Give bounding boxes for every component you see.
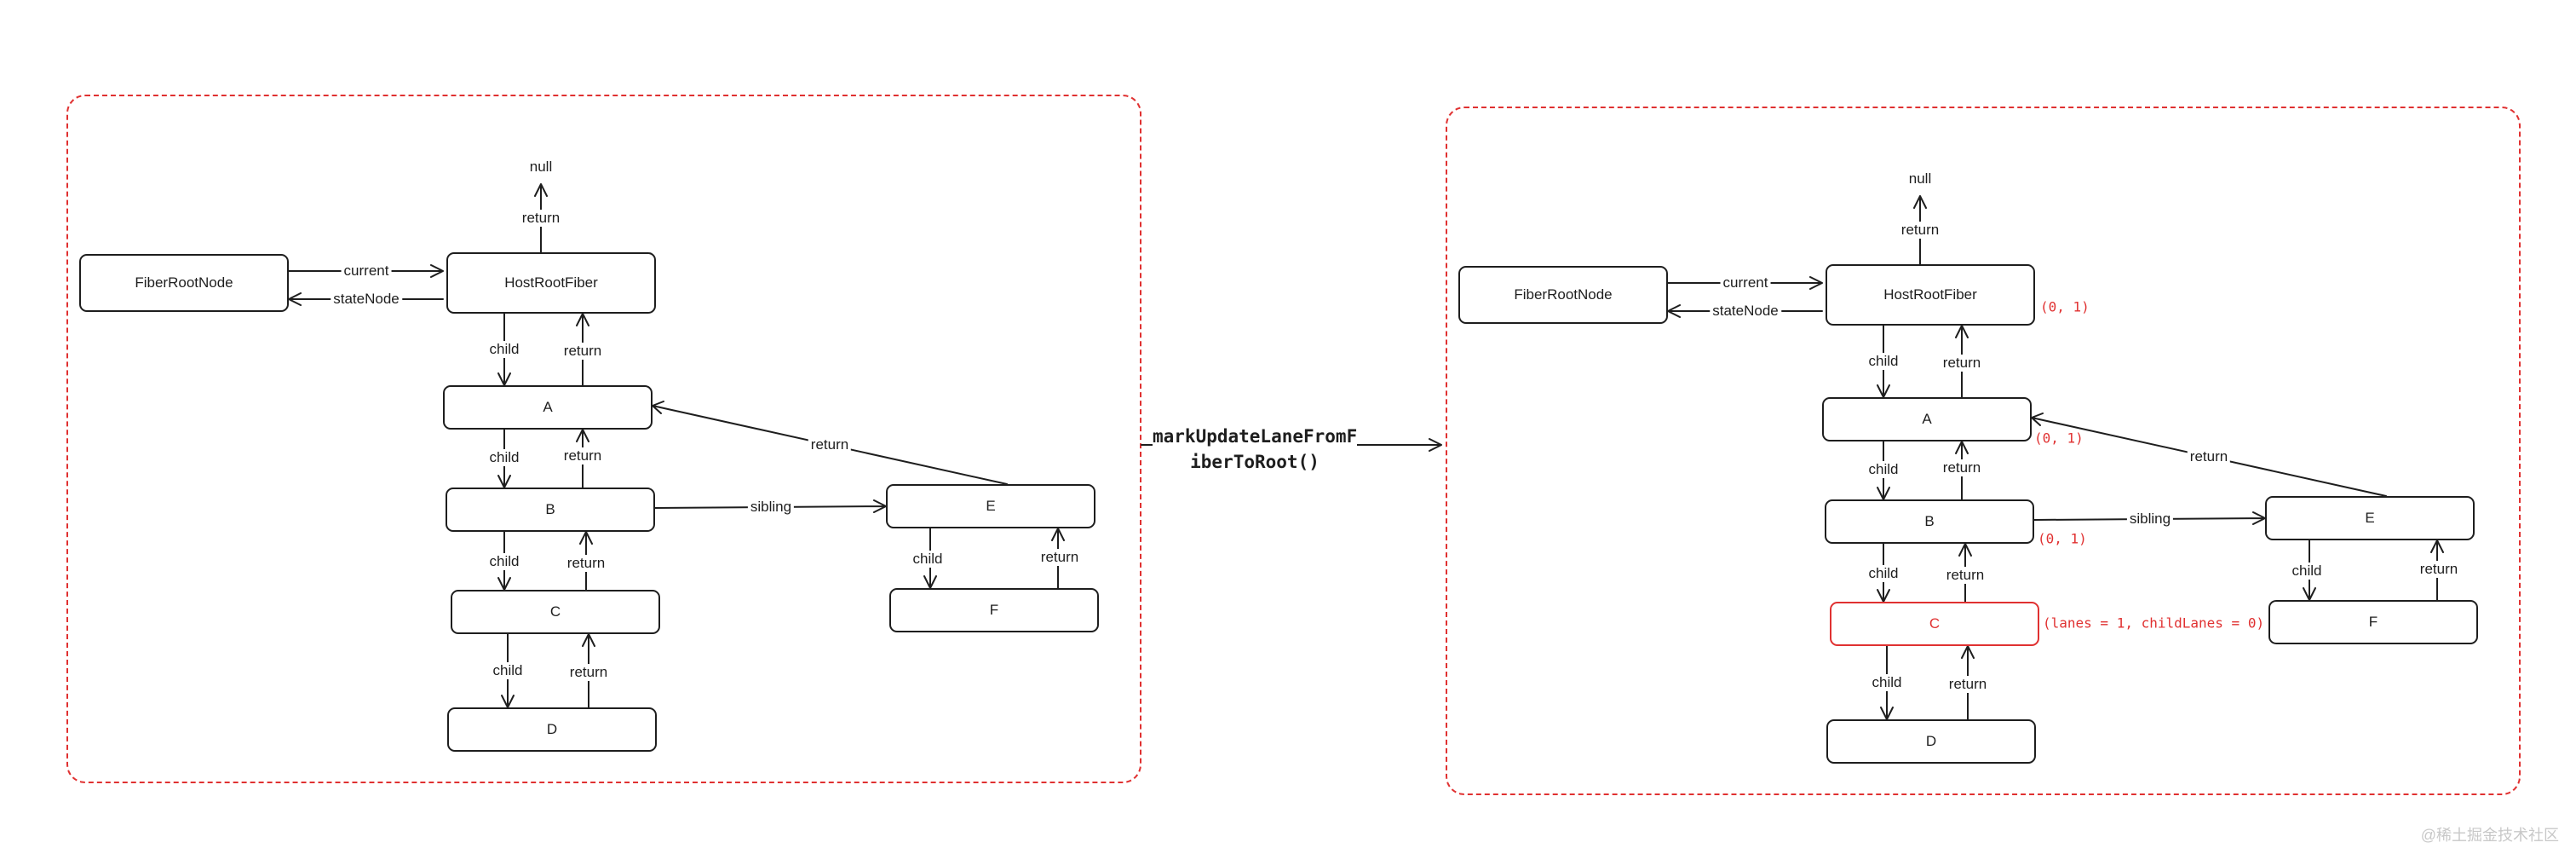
- left-node-f: F: [889, 588, 1099, 632]
- right-annotation-a: (0, 1): [2034, 430, 2084, 447]
- left-node-fiber-root: FiberRootNode: [79, 254, 289, 312]
- left-label-current: current: [341, 263, 392, 280]
- transition-label-line2: iberToRoot(): [1190, 452, 1320, 472]
- left-node-a: A: [443, 385, 653, 430]
- right-node-e: E: [2265, 496, 2475, 540]
- right-label-state-node: stateNode: [1710, 303, 1781, 320]
- right-label-b-return: return: [1943, 567, 1987, 584]
- right-label-current: current: [1720, 274, 1771, 291]
- right-label-null: null: [1906, 170, 1935, 188]
- transition-label: markUpdateLaneFromF iberToRoot(): [1153, 424, 1357, 475]
- left-node-e: E: [886, 484, 1095, 528]
- left-label-e-to-a-return: return: [808, 436, 852, 453]
- left-node-b: B: [446, 488, 655, 532]
- right-node-c: C: [1830, 602, 2039, 646]
- right-label-c-child: child: [1869, 674, 1905, 691]
- left-label-sibling: sibling: [747, 499, 795, 516]
- left-label-b-return: return: [564, 555, 608, 572]
- left-label-e-return: return: [1038, 549, 1082, 566]
- left-label-root-return: return: [519, 210, 563, 227]
- left-label-b-child: child: [486, 553, 522, 570]
- left-label-state-node: stateNode: [331, 291, 402, 308]
- left-panel-frame: [66, 95, 1141, 783]
- right-label-hr-child: child: [1866, 353, 1901, 370]
- left-label-null: null: [526, 159, 555, 176]
- right-label-e-return: return: [2417, 561, 2461, 578]
- right-node-d: D: [1826, 719, 2036, 764]
- left-label-c-child: child: [490, 662, 526, 679]
- right-label-root-return: return: [1898, 222, 1942, 239]
- left-label-a-child: child: [486, 449, 522, 466]
- right-annotation-host-root: (0, 1): [2040, 298, 2090, 315]
- right-label-a-return: return: [1940, 459, 1984, 476]
- left-label-a-return: return: [561, 447, 605, 465]
- right-node-a: A: [1822, 397, 2032, 441]
- right-label-b-child: child: [1866, 565, 1901, 582]
- right-annotation-b: (0, 1): [2038, 530, 2087, 547]
- right-label-a-child: child: [1866, 461, 1901, 478]
- watermark: @稀土掘金技术社区: [2420, 827, 2559, 844]
- right-label-e-to-a-return: return: [2187, 448, 2231, 465]
- left-label-c-return: return: [566, 664, 611, 681]
- right-node-host-root: HostRootFiber: [1826, 264, 2035, 326]
- right-label-sibling: sibling: [2126, 511, 2174, 528]
- left-label-hr-return: return: [561, 343, 605, 360]
- right-node-f: F: [2268, 600, 2478, 644]
- right-panel-frame: [1446, 107, 2521, 795]
- left-label-e-child: child: [910, 551, 946, 568]
- right-node-fiber-root: FiberRootNode: [1458, 266, 1668, 324]
- left-node-c: C: [451, 590, 660, 634]
- left-label-hr-child: child: [486, 341, 522, 358]
- right-label-hr-return: return: [1940, 355, 1984, 372]
- right-node-b: B: [1825, 499, 2034, 544]
- right-label-c-return: return: [1946, 676, 1990, 693]
- left-node-host-root: HostRootFiber: [446, 252, 656, 314]
- left-node-d: D: [447, 707, 657, 752]
- right-annotation-c: (lanes = 1, childLanes = 0): [2043, 615, 2265, 632]
- right-label-e-child: child: [2289, 563, 2325, 580]
- transition-label-line1: markUpdateLaneFromF: [1153, 426, 1358, 447]
